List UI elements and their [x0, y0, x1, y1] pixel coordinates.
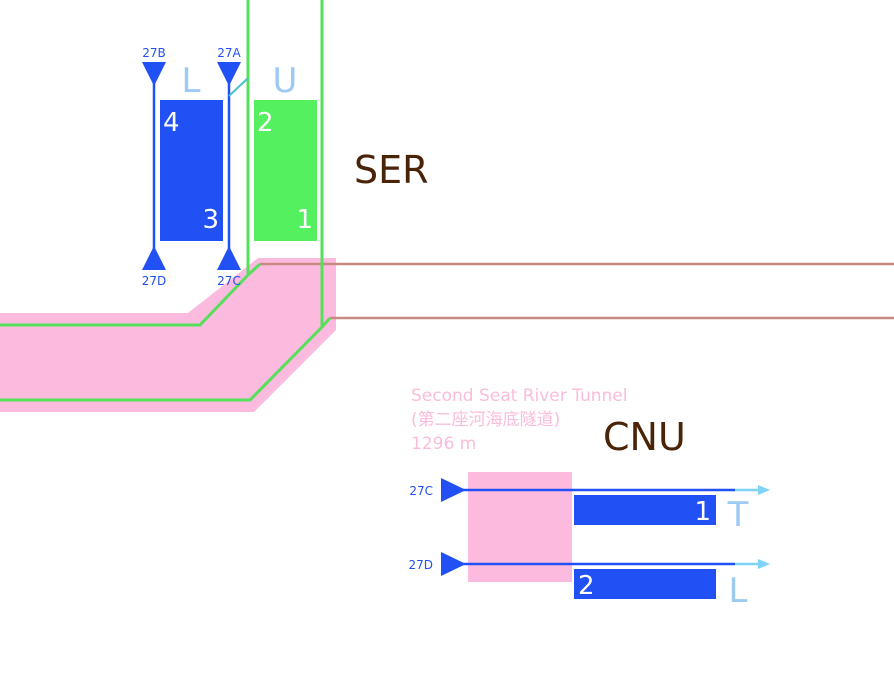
tunnel-length: 1296 m [411, 434, 476, 454]
signal-27c-cnu-icon [441, 478, 466, 502]
platform-cnu-2 [574, 569, 716, 599]
tunnel-band [0, 258, 336, 412]
signal-27d-icon [142, 246, 166, 270]
station-label-cnu: CNU [603, 415, 686, 459]
platform-number-4: 4 [163, 108, 180, 138]
track-link-lower [320, 317, 332, 328]
platform-cnu-1 [574, 495, 716, 525]
platform-blue-ser [160, 100, 223, 241]
arrow-right-icon [758, 485, 770, 495]
platform-green-ser [254, 100, 317, 241]
platform-number-1: 1 [296, 205, 313, 235]
cnu-platform-number-2: 2 [578, 571, 595, 601]
track-line-upper [0, 0, 250, 327]
cnu-direction-label-t: T [727, 495, 749, 535]
signal-27d-cnu-icon [441, 552, 466, 576]
crossover-line [228, 77, 249, 97]
signal-label-27a: 27A [217, 46, 241, 60]
tunnel-name-en: Second Seat River Tunnel [411, 386, 627, 406]
cnu-direction-label-l: L [729, 571, 748, 611]
tunnel-portal-block [468, 472, 572, 582]
signal-27c-icon [217, 246, 241, 270]
station-label-ser: SER [354, 148, 429, 192]
signal-label-27b: 27B [142, 46, 166, 60]
track-link-upper [246, 262, 262, 277]
platform-number-2: 2 [257, 108, 274, 138]
cnu-signal-label-27d: 27D [408, 558, 433, 572]
cnu-signal-label-27c: 27C [409, 484, 433, 498]
signal-27b-icon [142, 62, 166, 86]
signal-label-27c: 27C [217, 274, 241, 288]
tunnel-name-zh: (第二座河海底隧道) [411, 410, 560, 430]
signal-27a-icon [217, 62, 241, 86]
cnu-platform-number-1: 1 [694, 497, 711, 527]
platform-number-3: 3 [202, 205, 219, 235]
direction-label-right: U [273, 61, 298, 101]
signal-label-27d: 27D [142, 274, 167, 288]
track-line-lower [0, 0, 324, 402]
direction-label-left: L [182, 61, 201, 101]
arrow-right-icon [758, 559, 770, 569]
